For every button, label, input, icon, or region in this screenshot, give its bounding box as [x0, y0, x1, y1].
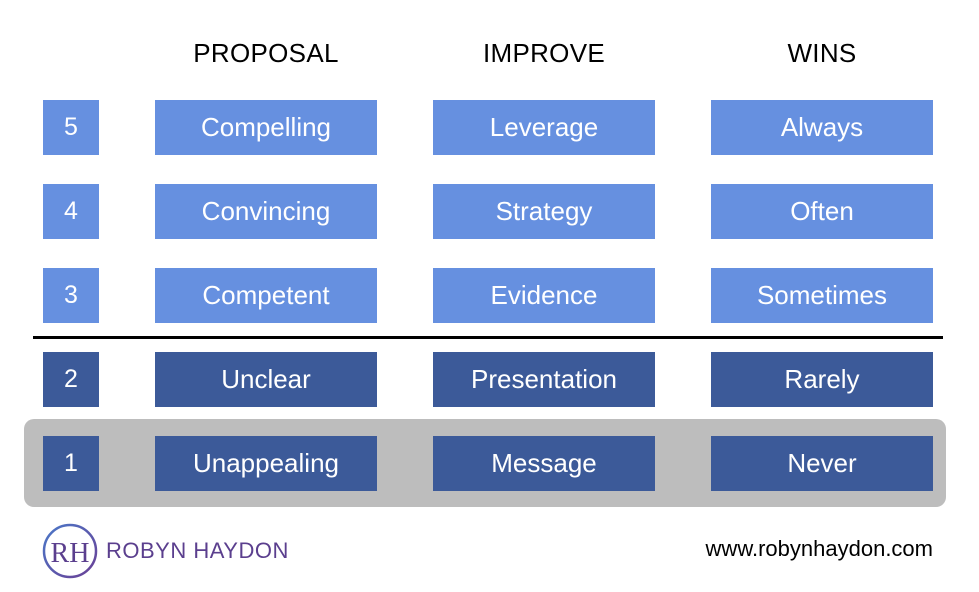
level-4-badge: 4	[43, 184, 99, 239]
improve-level-4: Strategy	[433, 184, 655, 239]
level-2-badge: 2	[43, 352, 99, 407]
improve-level-1: Message	[433, 436, 655, 491]
threshold-divider	[33, 336, 943, 339]
wins-column-header: WINS	[787, 37, 857, 68]
level-1-badge: 1	[43, 436, 99, 491]
level-5-badge: 5	[43, 100, 99, 155]
wins-level-2: Rarely	[711, 352, 933, 407]
wins-level-1: Never	[711, 436, 933, 491]
proposal-column-header: PROPOSAL	[193, 37, 339, 68]
improve-column-header: IMPROVE	[482, 37, 605, 68]
proposal-level-3: Competent	[155, 268, 377, 323]
level-3-badge: 3	[43, 268, 99, 323]
proposal-level-5: Compelling	[155, 100, 377, 155]
improve-level-3: Evidence	[433, 268, 655, 323]
improve-level-2: Presentation	[433, 352, 655, 407]
wins-level-4: Often	[711, 184, 933, 239]
brand-name: ROBYN HAYDON	[106, 538, 289, 563]
proposal-level-2: Unclear	[155, 352, 377, 407]
website-url[interactable]: www.robynhaydon.com	[705, 536, 933, 561]
logo-monogram-text: RH	[51, 538, 90, 569]
wins-level-5: Always	[711, 100, 933, 155]
improve-level-5: Leverage	[433, 100, 655, 155]
rh-monogram-logo-icon: RH	[42, 523, 98, 579]
proposal-level-4: Convincing	[155, 184, 377, 239]
proposal-level-1: Unappealing	[155, 436, 377, 491]
wins-level-3: Sometimes	[711, 268, 933, 323]
